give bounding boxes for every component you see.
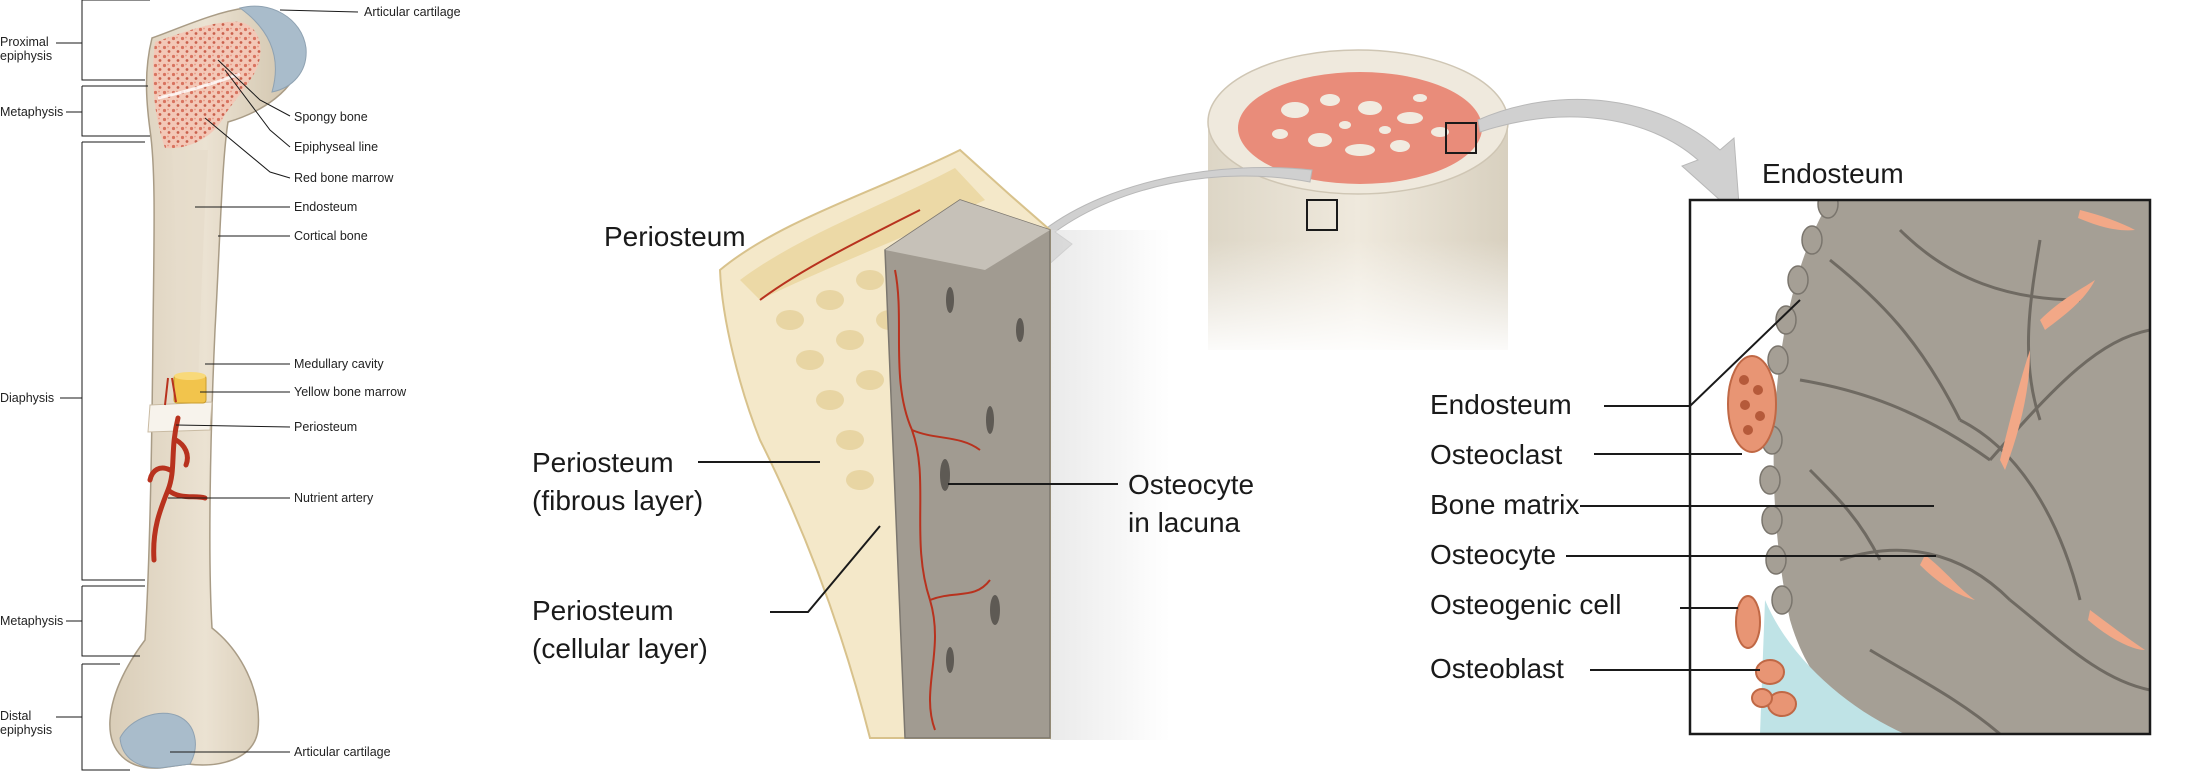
cortical-block bbox=[884, 199, 1051, 739]
trabeculae bbox=[1272, 94, 1449, 156]
lacunae-slits bbox=[1920, 210, 2145, 650]
region-diaphysis: Diaphysis bbox=[0, 391, 54, 405]
region-metaphysis-top: Metaphysis bbox=[0, 105, 63, 119]
osteogenic-cell bbox=[1735, 595, 1761, 649]
osteoclast bbox=[1727, 355, 1777, 453]
bone-cylinder bbox=[1207, 49, 1509, 360]
endosteum-figure: Endosteum Endosteum Osteoclast Bone matr… bbox=[1430, 158, 2152, 736]
label-spongy-bone: Spongy bone bbox=[294, 110, 368, 124]
osteoblasts bbox=[1751, 659, 1797, 717]
label-osteoclast: Osteoclast bbox=[1430, 439, 1562, 470]
bone-matrix-region bbox=[1773, 200, 2150, 734]
label-medullary-cavity: Medullary cavity bbox=[294, 357, 384, 371]
periosteum-title: Periosteum bbox=[604, 221, 746, 252]
label-endosteum-small: Endosteum bbox=[294, 200, 357, 214]
articular-cartilage-bottom bbox=[119, 712, 196, 769]
label-osteogenic-cell: Osteogenic cell bbox=[1430, 589, 1621, 620]
label-yellow-bone-marrow: Yellow bone marrow bbox=[294, 385, 407, 399]
endosteum-frame bbox=[1688, 198, 2152, 736]
label-endosteum: Endosteum bbox=[1430, 389, 1572, 420]
periosteum-figure: Periosteum Periosteum(fibrous layer) Per… bbox=[532, 148, 1254, 740]
label-articular-cartilage-bottom: Articular cartilage bbox=[294, 745, 391, 759]
region-brackets bbox=[56, 0, 150, 771]
label-nutrient-artery: Nutrient artery bbox=[294, 491, 374, 505]
periosteum-vessels bbox=[759, 209, 991, 731]
label-periosteum-small: Periosteum bbox=[294, 420, 357, 434]
label-cortical-bone: Cortical bone bbox=[294, 229, 368, 243]
nutrient-artery bbox=[147, 415, 208, 563]
label-articular-cartilage-top: Articular cartilage bbox=[364, 5, 461, 19]
bone-leader-lines bbox=[168, 9, 359, 753]
zoom-box-endosteum bbox=[1445, 122, 1477, 154]
label-osteocyte: Osteocyte bbox=[1430, 539, 1556, 570]
osteocyte-lacunae bbox=[940, 287, 1024, 673]
medullary-cavity bbox=[172, 150, 208, 390]
label-red-bone-marrow: Red bone marrow bbox=[294, 171, 394, 185]
label-epiphyseal-line: Epiphyseal line bbox=[294, 140, 378, 154]
fibrous-cells bbox=[776, 270, 904, 490]
label-osteoblast: Osteoblast bbox=[1430, 653, 1564, 684]
endosteum-title: Endosteum bbox=[1762, 158, 1904, 189]
epiphyseal-line bbox=[157, 72, 241, 100]
articular-cartilage-top bbox=[238, 5, 307, 93]
label-periosteum-fibrous: Periosteum(fibrous layer) bbox=[532, 447, 703, 516]
label-periosteum-cellular: Periosteum(cellular layer) bbox=[532, 595, 708, 664]
zoom-box-periosteum bbox=[1306, 199, 1338, 231]
label-bone-matrix: Bone matrix bbox=[1430, 489, 1579, 520]
region-metaphysis-bottom: Metaphysis bbox=[0, 614, 63, 628]
